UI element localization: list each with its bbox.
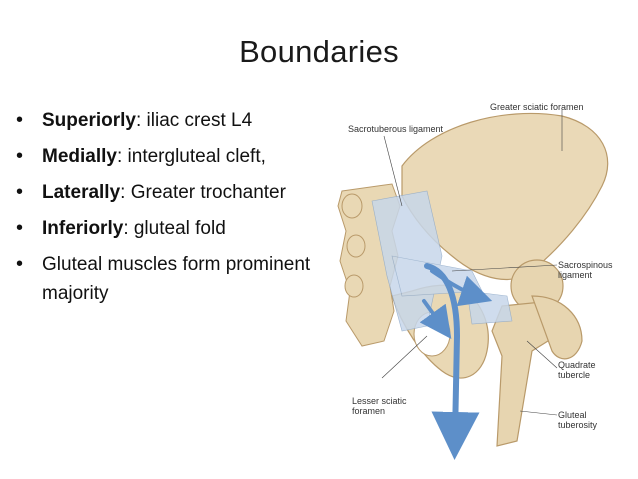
bullet-text: : Greater trochanter [120,182,286,203]
bullet-icon: • [16,181,24,203]
pelvis-illustration: Greater sciatic foramen Sacrotuberous li… [332,96,628,466]
bullet-term: Medially [42,146,117,167]
bullet-item: • Gluteal muscles form prominent majorit… [14,250,314,308]
bullet-icon: • [16,217,24,239]
label-sacrotuberous-ligament: Sacrotuberous ligament [348,124,444,134]
label-quadrate-tubercle: Quadrate tubercle [558,360,596,380]
femur-shape [491,259,583,447]
bullet-term: Inferiorly [42,218,124,239]
bullet-text: : gluteal fold [123,218,226,239]
label-gluteal-tuberosity: Gluteal tuberosity [558,410,598,430]
nerve-path-arrows [419,263,493,460]
slide-title: Boundaries [239,34,399,69]
bullet-icon: • [16,253,24,275]
bullet-list: • Superiorly: iliac crest L4 • Medially:… [14,106,314,315]
label-greater-sciatic-foramen: Greater sciatic foramen [490,102,584,112]
bullet-item: • Medially: intergluteal cleft, [14,142,314,171]
label-lesser-sciatic-foramen: Lesser sciatic foramen [352,396,407,416]
bullet-term: Superiorly [42,110,136,131]
bullet-item: • Laterally: Greater trochanter [14,178,314,207]
bullet-text: : iliac crest L4 [135,110,253,131]
label-leader-lines [381,110,563,416]
pelvis-drawing [337,110,609,460]
ilium-shape [401,112,609,280]
bullet-item: • Superiorly: iliac crest L4 [14,106,314,135]
bullet-item: • Inferiorly: gluteal fold [14,214,314,243]
label-sacrospinous-ligament: Sacrospinous ligament [558,260,613,280]
bullet-term: Laterally [42,182,121,203]
bullet-icon: • [16,109,24,131]
bullet-text: : intergluteal cleft, [116,146,266,167]
bullet-icon: • [16,145,24,167]
bullet-text: Gluteal muscles form prominent majority [42,254,311,304]
